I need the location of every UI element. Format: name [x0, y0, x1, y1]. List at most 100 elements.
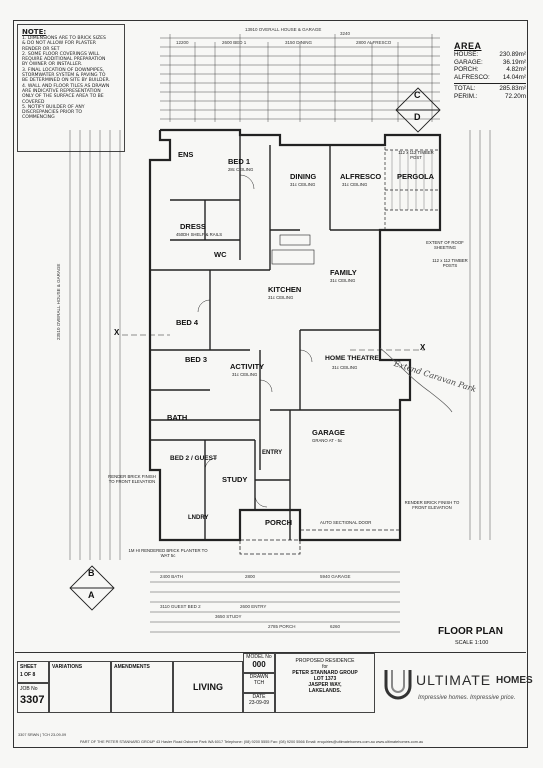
notes-line: DISCREPANCIES PRIOR TO [22, 110, 83, 116]
dim-bottom-4: 3110 GUEST BED 2 [160, 604, 201, 609]
amendments-cell: AMENDMENTS [111, 661, 173, 713]
variations-cell: VARIATIONS [49, 661, 111, 713]
notes-line: COVERED [22, 99, 45, 105]
logo-tagline: Impressive homes. Impressive price. [418, 695, 516, 701]
dim-top-3: 3150 DINING [285, 40, 313, 45]
kitchen-bench [271, 234, 315, 265]
room-alfresco: ALFRESCO [340, 172, 382, 181]
section-marker-d: D [414, 112, 421, 122]
dim-bottom-3: 5940 GARAGE [320, 574, 351, 579]
notes-line: COMMENCING [22, 115, 55, 121]
living-cell: LIVING [173, 661, 243, 713]
room-porch: PORCH [265, 518, 293, 527]
room-dress: DRESS [180, 222, 206, 231]
label-render-right: RENDER BRICK FINISH TO FRONT ELEVATION [404, 500, 460, 510]
room-wc: WC [214, 250, 227, 259]
room-bed1: BED 1 [228, 157, 251, 166]
footer-std: 3307 SRWN | TCH 23-09-09 [18, 733, 67, 737]
pergola-rafters [391, 150, 433, 210]
notes-line: & DO NOT ALLOW FOR PLASTER [22, 41, 96, 47]
room-family-sub: 31c CEILING [330, 278, 356, 283]
room-bath: BATH [167, 413, 188, 422]
notes-line: ARE INDICATIVE REPRESENTATION [22, 88, 101, 94]
footer-contact: PART OF THE PETER STANNARD GROUP 43 Hasl… [80, 740, 424, 744]
room-garage-sub: GRANO AT - 5c [312, 438, 343, 443]
label-auto-door: AUTO SECTIONAL DOOR [320, 520, 372, 525]
model-name: LIVING [192, 682, 223, 692]
notes-line: ONLY OF THE SURFACE AREA TO BE [22, 94, 104, 100]
logo-word-homes: HOMES [496, 675, 533, 686]
room-kitchen-sub: 31c CEILING [268, 295, 294, 300]
handwritten-markup [379, 347, 453, 413]
dim-bottom-6: 3650 STUDY [215, 614, 242, 619]
room-activity: ACTIVITY [230, 362, 265, 371]
notes-line: REQUIRE ADDITIONAL PREPARATION [22, 57, 106, 63]
logo-word-ultimate: ULTIMATE [416, 672, 492, 688]
room-bed4: BED 4 [176, 318, 199, 327]
room-dining-sub: 31c CEILING [290, 182, 316, 187]
job-cell: JOB No 3307 [17, 683, 49, 713]
room-pergola: PERGOLA [397, 172, 435, 181]
overall-width-dim: 13910 OVERALL HOUSE & GARAGE [245, 27, 322, 32]
drawing-border [13, 20, 528, 748]
room-family: FAMILY [330, 268, 357, 277]
dim-top-4: 3240 [340, 31, 351, 36]
left-dimension-lines [69, 130, 121, 560]
section-marker-b: B [88, 568, 95, 578]
internal-walls [150, 135, 400, 540]
project-cell: PROPOSED RESIDENCE for PETER STANNARD GR… [275, 653, 375, 713]
outer-walls [148, 128, 442, 542]
title-block: SHEET 1 OF 8 JOB No 3307 VARIATIONS AMEN… [15, 652, 526, 747]
job-number: 3307 [20, 694, 45, 706]
dim-top-2: 2600 BED 1 [222, 40, 247, 45]
section-line-x [122, 334, 425, 351]
area-row-alfresco: ALFRESCO:14.04m² [454, 73, 526, 81]
room-kitchen: KITCHEN [268, 285, 302, 294]
section-marker-c: C [414, 90, 421, 100]
label-planter: 1M HI RENDERED BRICK PLANTER TO WAT 5c [128, 548, 208, 558]
date-cell: DATE 23-09-09 [243, 693, 275, 713]
area-row-perimeter: PERIM.:72.20m [454, 92, 526, 100]
notes-line: STORMWATER SYSTEM & PAVING TO [22, 73, 106, 79]
alfresco-pergola [384, 134, 441, 231]
area-separator [454, 83, 526, 85]
dim-bottom-2: 2800 [245, 574, 256, 579]
drawn-cell: DRAWN TCH [243, 673, 275, 693]
area-row-house: HOUSE:230.89m² [454, 51, 526, 58]
room-garage: GARAGE [312, 428, 345, 437]
room-home-theatre-sub: 31c CEILING [332, 365, 358, 370]
section-marker-cd [395, 87, 441, 133]
room-entry: ENTRY [262, 450, 283, 456]
room-lndry: LNDRY [188, 515, 209, 521]
room-bed2-guest: BED 2 / GUEST [170, 455, 217, 462]
area-schedule: AREA HOUSE:230.89m² GARAGE:36.19m² PORCH… [454, 41, 526, 101]
logo-mark-icon [384, 670, 412, 700]
notes-line: BE DETERMINED ON SITE BY BUILDER. [22, 78, 110, 84]
label-render-left: RENDER BRICK FINISH TO FRONT ELEVATION [108, 474, 156, 484]
room-home-theatre: HOME THEATRE [325, 355, 379, 362]
section-marker-a: A [88, 590, 95, 600]
notes-lines: 1. DIMENSIONS ARE TO BRICK SIZES& DO NOT… [22, 36, 120, 121]
room-activity-sub: 31c CEILING [232, 372, 258, 377]
label-timber-post: 112 x 112 TIMBER POST [398, 150, 434, 160]
bottom-dimension-lines [150, 571, 400, 633]
notes-line: 3. FINAL LOCATION OF DOWNPIPES, [22, 67, 105, 73]
dim-top-1: 12200 [176, 40, 189, 45]
notes-line: 2. SOME FLOOR COVERINGS WILL [22, 51, 100, 57]
model-cell: MODEL No 000 [243, 653, 275, 673]
label-timber-posts: 112 x 112 TIMBER POSTS [432, 258, 468, 268]
notes-line: 5. NOTIFY BUILDER OF ANY [22, 104, 85, 110]
notes-line: 1. DIMENSIONS ARE TO BRICK SIZES [22, 36, 106, 41]
door-swings [197, 174, 313, 508]
notes-line: BY OWNER OR INSTALLER. [22, 62, 83, 68]
notes-line: 4. WALL AND FLOOR TILES AS DRAWN [22, 83, 110, 89]
room-bed3: BED 3 [185, 355, 208, 364]
room-ens: ENS [178, 150, 194, 159]
right-dimension-lines [469, 130, 491, 540]
area-title: AREA [454, 41, 482, 51]
dim-bottom-7: 2785 PORCH [268, 624, 296, 629]
notes-line: RENDER OR SET [22, 46, 60, 52]
plan-scale: SCALE 1:100 [455, 640, 489, 646]
garage-door [239, 529, 400, 555]
